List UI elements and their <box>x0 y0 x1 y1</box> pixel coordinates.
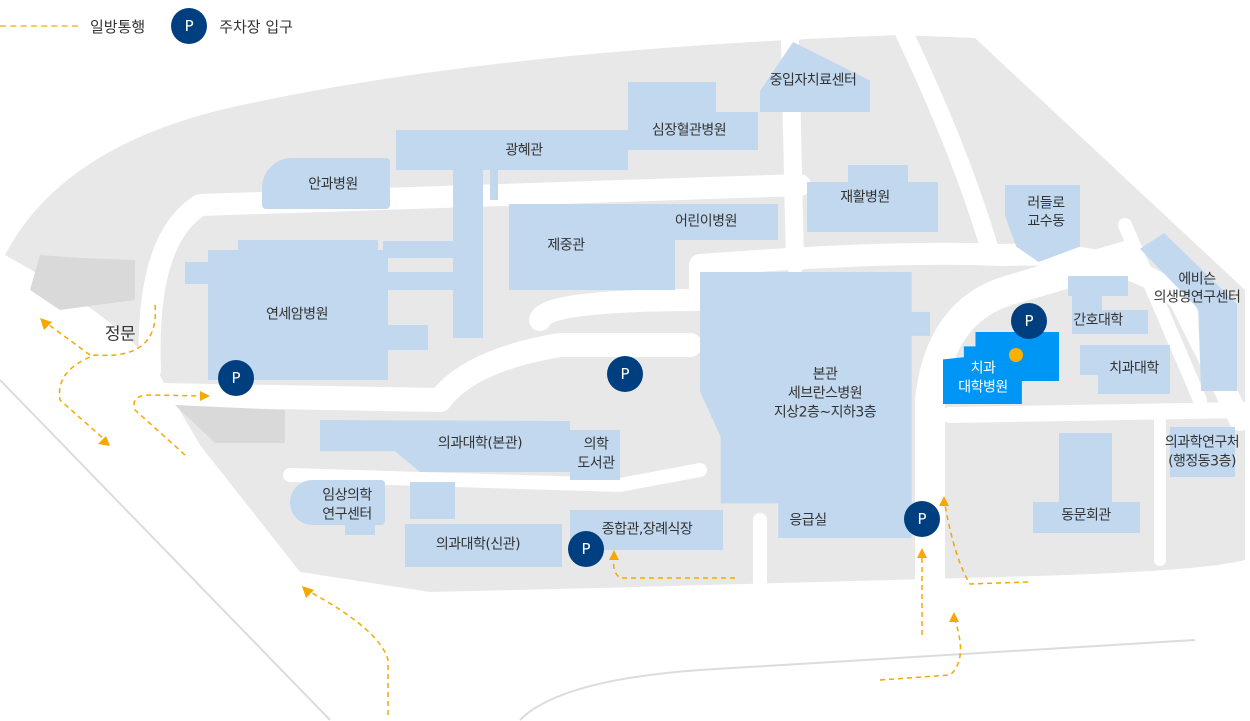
label-dental-hospital-2: 대학병원 <box>958 379 1008 396</box>
label-alumni: 동문회관 <box>1061 507 1111 524</box>
label-ludlow-2: 교수동 <box>1027 213 1065 230</box>
label-rehab-hospital: 재활병원 <box>840 189 890 206</box>
building-heart-hospital[interactable] <box>628 82 716 150</box>
building-jejung[interactable] <box>509 204 630 290</box>
building-alumni-hall[interactable] <box>1059 433 1112 503</box>
label-clinical-2: 연구센터 <box>322 506 372 523</box>
roads <box>138 26 1250 597</box>
building-heart-hospital-wing <box>716 112 758 150</box>
label-cancer-hospital: 연세암병원 <box>266 306 328 323</box>
building-children-hospital[interactable] <box>630 204 778 240</box>
label-main-2: 세브란스병원 <box>787 385 863 402</box>
legend-parking-entrance: 주차장 입구 <box>219 17 293 36</box>
label-ludlow-1: 러들로 <box>1027 195 1065 212</box>
label-main-1: 본관 <box>812 366 838 383</box>
parking-entrance-center[interactable]: P <box>607 356 643 392</box>
building-clinical-research-wing <box>345 520 375 535</box>
label-med-main: 의과대학(본관) <box>437 435 523 452</box>
legend-one-way: 일방통행 <box>90 17 146 36</box>
building-med-college-new[interactable] <box>405 524 562 567</box>
building-connector <box>383 272 453 290</box>
building-medical-library[interactable] <box>570 430 620 480</box>
location-marker-icon <box>1009 348 1023 362</box>
map-legend: 일방통행 P 주차장 입구 <box>0 8 293 44</box>
building-connector <box>453 170 483 338</box>
label-research-2: (행정동3층) <box>1168 453 1236 470</box>
building-dental-college[interactable] <box>1080 345 1170 375</box>
building-cancer-hospital-top <box>238 240 378 255</box>
label-eye-hospital: 안과병원 <box>308 176 358 193</box>
building-cancer-hospital-wing <box>185 262 215 284</box>
outer-streets <box>0 379 1196 721</box>
parking-entrance-general-hall[interactable]: P <box>568 531 604 567</box>
building-main-hospital[interactable] <box>700 272 930 538</box>
building-jejung-wing <box>630 260 675 290</box>
building-rehab-hospital-top <box>848 165 908 185</box>
building-connector <box>490 170 498 200</box>
one-way-dash-icon <box>0 25 78 27</box>
building-dental-college-wing <box>1098 372 1170 394</box>
label-avison-1: 에비슨 <box>1178 271 1216 288</box>
label-gwanghye: 광혜관 <box>505 142 543 159</box>
building-nursing-college-main <box>1072 294 1102 334</box>
building-rehab-hospital[interactable] <box>807 182 938 232</box>
label-med-new: 의과대학(신관) <box>435 536 521 553</box>
label-emergency: 응급실 <box>789 512 827 529</box>
label-children-hospital: 어린이병원 <box>675 213 737 230</box>
building-med-connector <box>410 482 455 519</box>
label-dental-college: 치과대학 <box>1109 360 1159 377</box>
building-gwanghye[interactable] <box>396 130 628 170</box>
building-cancer-hospital[interactable] <box>208 250 388 380</box>
label-nursing: 간호대학 <box>1073 312 1123 329</box>
one-way-routes <box>44 304 1029 715</box>
label-avison-2: 의생명연구센터 <box>1153 289 1241 306</box>
label-general-hall: 종합관,장례식장 <box>601 521 693 538</box>
parking-entrance-dental-hospital[interactable]: P <box>1011 303 1047 339</box>
label-heart-hospital: 심장혈관병원 <box>651 122 727 139</box>
parking-entrance-cancer-hospital[interactable]: P <box>218 360 254 396</box>
label-library-2: 도서관 <box>577 455 615 472</box>
building-children-hospital-wing <box>630 240 675 260</box>
parking-entrance-main-hospital[interactable]: P <box>904 501 940 537</box>
building-eye-hospital[interactable] <box>262 158 390 209</box>
label-clinical-1: 임상의학 <box>322 487 372 504</box>
label-main-gate: 정문 <box>104 324 136 345</box>
building-clinical-research[interactable] <box>290 480 385 525</box>
label-jejung: 제중관 <box>547 237 585 254</box>
building-nursing-college[interactable] <box>1068 276 1128 296</box>
label-research-1: 의과학연구처 <box>1164 434 1240 451</box>
parking-icon: P <box>171 8 208 44</box>
building-connector <box>383 241 453 258</box>
label-library-1: 의학 <box>583 436 609 453</box>
label-dental-hospital-1: 치과 <box>970 360 996 377</box>
building-alumni-hall-base <box>1033 502 1140 533</box>
building-cancer-hospital-annex <box>380 325 428 350</box>
route-arrow-icons <box>40 318 959 622</box>
label-proton-center: 중입자치료센터 <box>769 72 857 89</box>
building-medical-research[interactable] <box>1170 427 1235 477</box>
label-main-3: 지상2층~지하3층 <box>773 404 877 421</box>
building-nursing-college-wing <box>1102 310 1148 334</box>
